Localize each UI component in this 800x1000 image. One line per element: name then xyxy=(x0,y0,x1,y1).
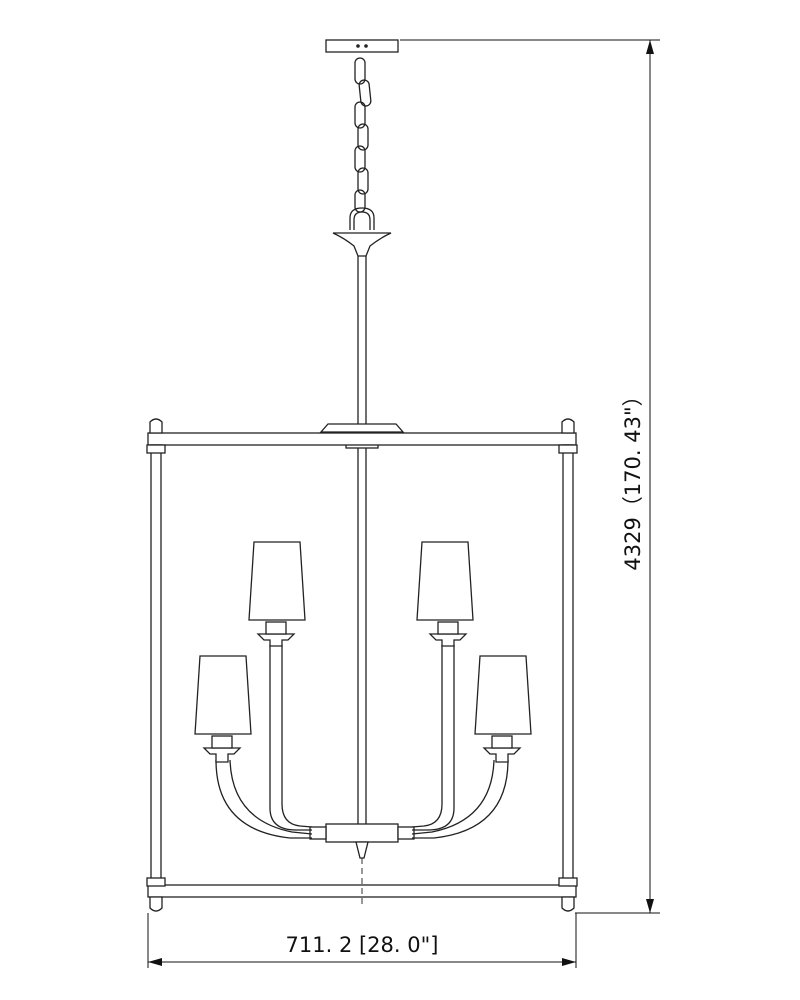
height-dimension xyxy=(400,39,660,914)
height-label: 4329（170. 43"） xyxy=(621,385,645,570)
hanging-chain xyxy=(354,57,372,213)
lamp-shades xyxy=(194,541,532,735)
ceiling-canopy xyxy=(325,39,399,53)
top-loop-and-cup xyxy=(332,207,392,257)
candle-arms xyxy=(215,645,509,839)
width-label: 711. 2 [28. 0"] xyxy=(286,933,439,957)
center-rod xyxy=(357,256,367,826)
candle-cups xyxy=(202,621,522,763)
shade-lower-left xyxy=(194,655,252,735)
shade-upper-left xyxy=(248,541,306,621)
width-dimension xyxy=(147,913,577,968)
shade-lower-right xyxy=(474,655,532,735)
central-hub xyxy=(309,823,415,859)
outer-frame xyxy=(146,418,578,912)
shade-upper-right xyxy=(416,541,474,621)
